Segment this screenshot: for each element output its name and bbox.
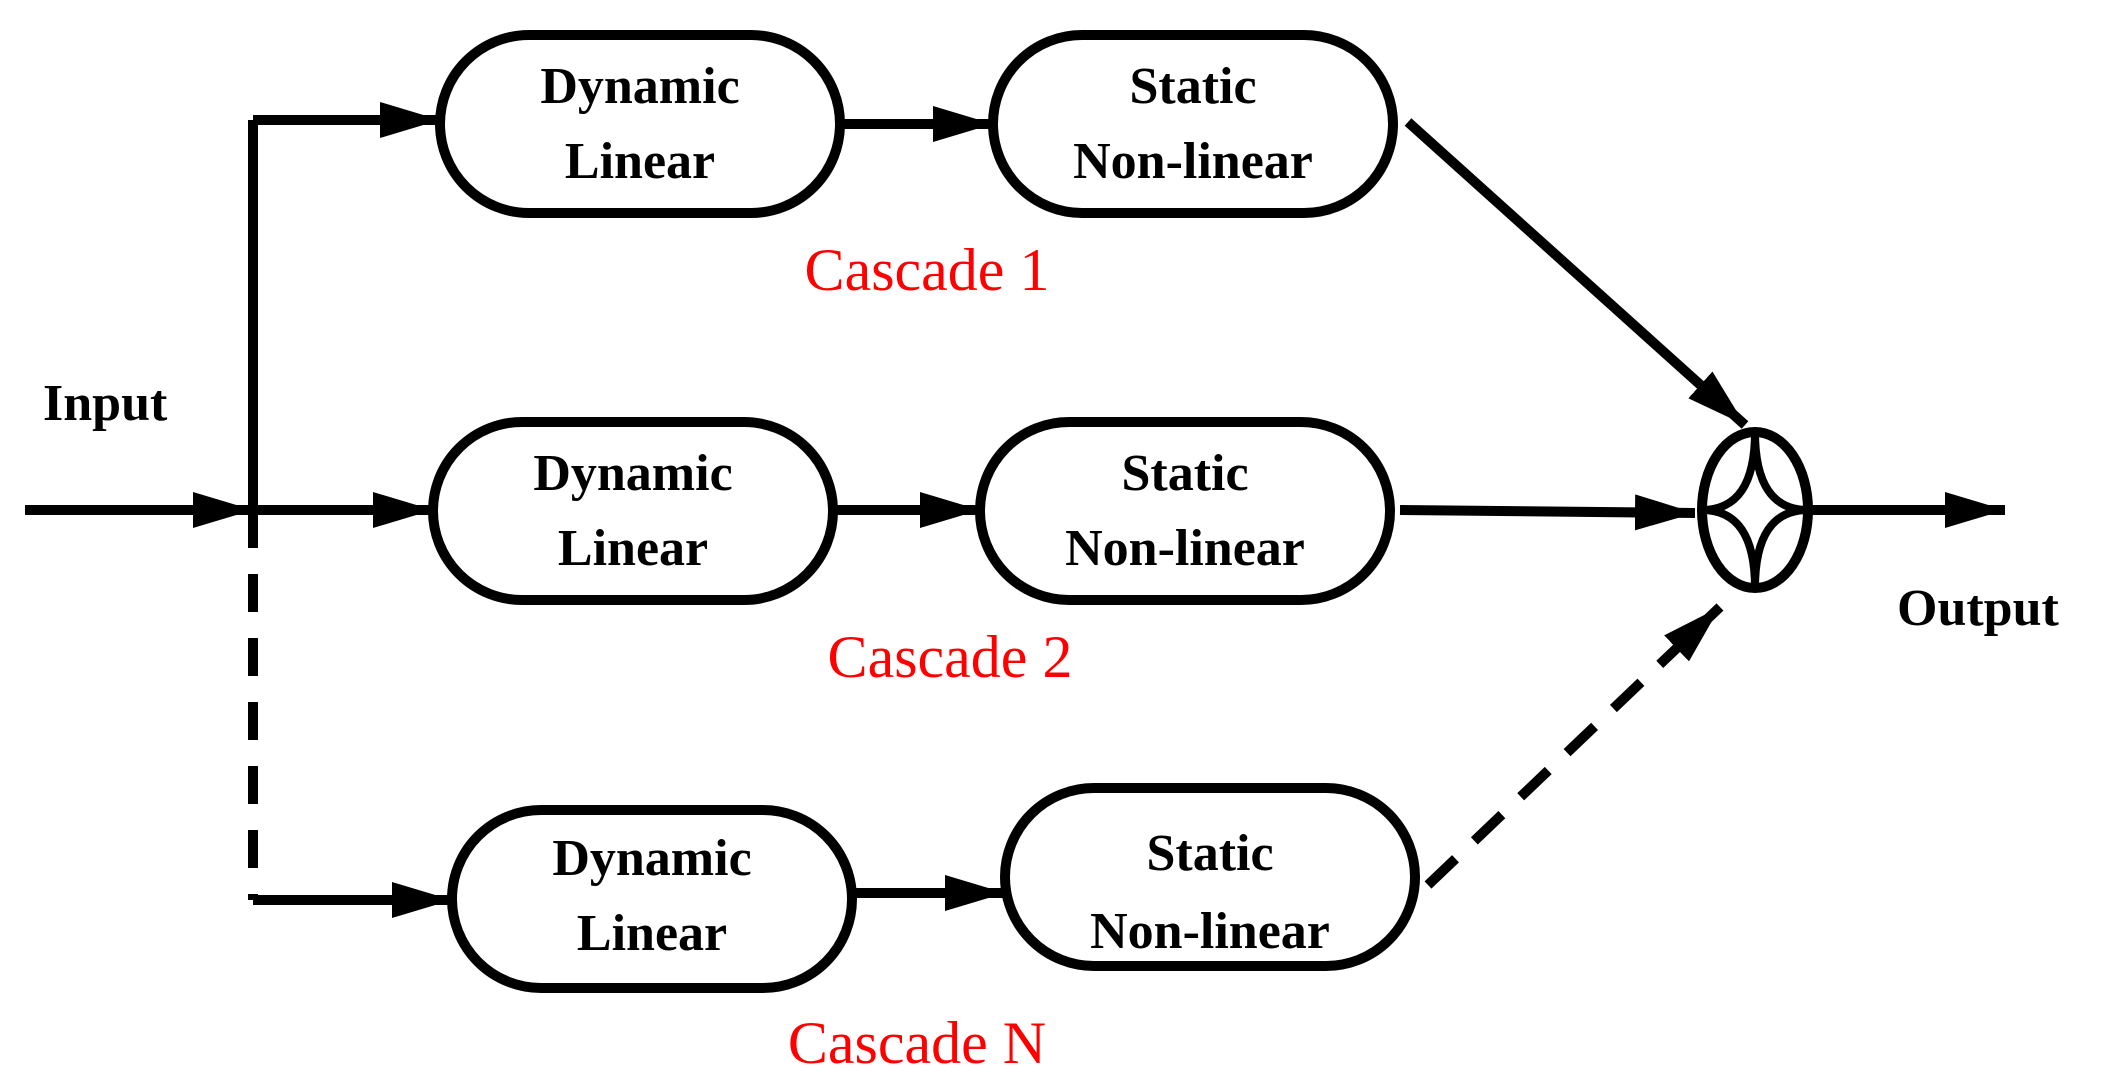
cascade-2-output-arrow xyxy=(1399,494,1696,531)
cascade-1-linear-line1: Dynamic xyxy=(540,58,739,115)
cascade-n-nonlinear-line1: Static xyxy=(1146,825,1273,882)
cascade-n-label: Cascade N xyxy=(788,1010,1046,1076)
cascade-1-output-arrow xyxy=(1404,118,1749,429)
cascade-2-static-nonlinear-block xyxy=(975,417,1395,605)
cascade-2-label: Cascade 2 xyxy=(828,624,1073,690)
input-label: Input xyxy=(43,375,168,432)
cascade-1-static-nonlinear-block xyxy=(988,30,1398,218)
cascade-2-nonlinear-line1: Static xyxy=(1121,445,1248,502)
cascade-n-output-arrow xyxy=(1424,603,1724,889)
cascade-2-nonlinear-line2: Non-linear xyxy=(1065,520,1305,577)
output-label: Output xyxy=(1897,580,2060,637)
cascade-n-linear-line1: Dynamic xyxy=(552,830,751,887)
cascade-1-nonlinear-line1: Static xyxy=(1129,58,1256,115)
cascade-2-linear-line1: Dynamic xyxy=(533,445,732,502)
cascade-n-static-nonlinear-block xyxy=(1000,783,1420,971)
cascade-n-nonlinear-line2: Non-linear xyxy=(1090,903,1330,960)
cascade-1-nonlinear-line2: Non-linear xyxy=(1073,133,1313,190)
cascade-1-linear-line2: Linear xyxy=(565,133,715,190)
cascade-2-linear-line2: Linear xyxy=(558,520,708,577)
cascade-n-dynamic-linear-block xyxy=(447,805,857,993)
cascade-1-label: Cascade 1 xyxy=(805,237,1050,303)
cascade-n-linear-line2: Linear xyxy=(577,905,727,962)
summing-junction-icon xyxy=(1697,427,1813,593)
